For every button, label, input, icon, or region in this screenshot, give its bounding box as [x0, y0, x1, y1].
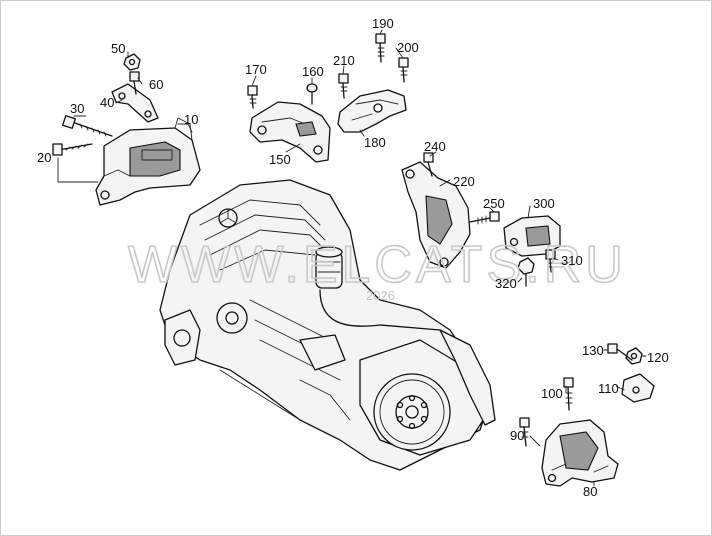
callout-300[interactable]: 300: [533, 196, 555, 211]
callout-150[interactable]: 150: [269, 152, 291, 167]
watermark-text: WWW.ELCATS.RU: [128, 236, 627, 294]
watermark-year: 2026: [366, 288, 395, 303]
callout-100[interactable]: 100: [541, 386, 563, 401]
part-10-engine-mount: [95, 117, 201, 206]
callout-20[interactable]: 20: [37, 150, 51, 165]
callout-30[interactable]: 30: [70, 101, 84, 116]
callout-40[interactable]: 40: [100, 95, 114, 110]
callout-200[interactable]: 210: [333, 53, 355, 68]
callout-130[interactable]: 130: [582, 343, 604, 358]
part-310-bolt: [545, 249, 556, 273]
callout-110[interactable]: 110: [598, 381, 619, 396]
callout-220[interactable]: 220: [453, 174, 475, 189]
part-170-bolt: [247, 85, 258, 109]
part-250-bolt: [469, 211, 500, 225]
callout-180[interactable]: 180: [364, 135, 386, 150]
callout-160[interactable]: 160: [302, 64, 324, 79]
part-190-bolt: [375, 33, 386, 63]
callout-60[interactable]: 60: [149, 77, 163, 92]
part-110-bracket: [621, 373, 655, 403]
callout-320[interactable]: 320: [495, 276, 517, 291]
callout-90[interactable]: 90: [510, 428, 524, 443]
callout-250[interactable]: 250: [483, 196, 505, 211]
part-130-bolt: [607, 343, 633, 361]
callout-190[interactable]: 190: [372, 16, 394, 31]
part-30-long-bolt: [62, 115, 113, 137]
callout-170[interactable]: 170: [245, 62, 267, 77]
part-180-bracket: [337, 89, 407, 133]
part-50-nut: [123, 53, 141, 71]
part-90-bolt: [519, 417, 530, 447]
part-300-mount: [503, 215, 561, 257]
part-320-nut: [517, 257, 535, 287]
part-160-stud: [306, 83, 318, 105]
part-220-torque-bracket: [401, 161, 471, 269]
part-210-bolt: [398, 57, 409, 83]
callout-120[interactable]: 120: [647, 350, 669, 365]
callout-10[interactable]: 10: [184, 112, 198, 127]
part-200-bolt: [338, 73, 349, 99]
part-240-bolt: [423, 152, 434, 177]
leader-lines: [57, 29, 647, 487]
callout-310[interactable]: 310: [561, 253, 583, 268]
callout-210[interactable]: 200: [397, 40, 419, 55]
callout-80[interactable]: 80: [583, 484, 597, 499]
callout-50[interactable]: 50: [111, 41, 125, 56]
part-20-bolt: [52, 143, 93, 156]
callout-240[interactable]: 240: [424, 139, 446, 154]
part-60-bolt: [129, 71, 140, 95]
engine-assembly: [159, 179, 496, 471]
part-150-bracket: [249, 101, 331, 163]
part-100-bolt: [563, 377, 574, 411]
callout-labels: 10 20 30 40 50 60 80 90 100 110 120 130 …: [37, 16, 669, 499]
part-120-nut: [625, 347, 643, 365]
part-80-engine-mount: [541, 419, 619, 487]
